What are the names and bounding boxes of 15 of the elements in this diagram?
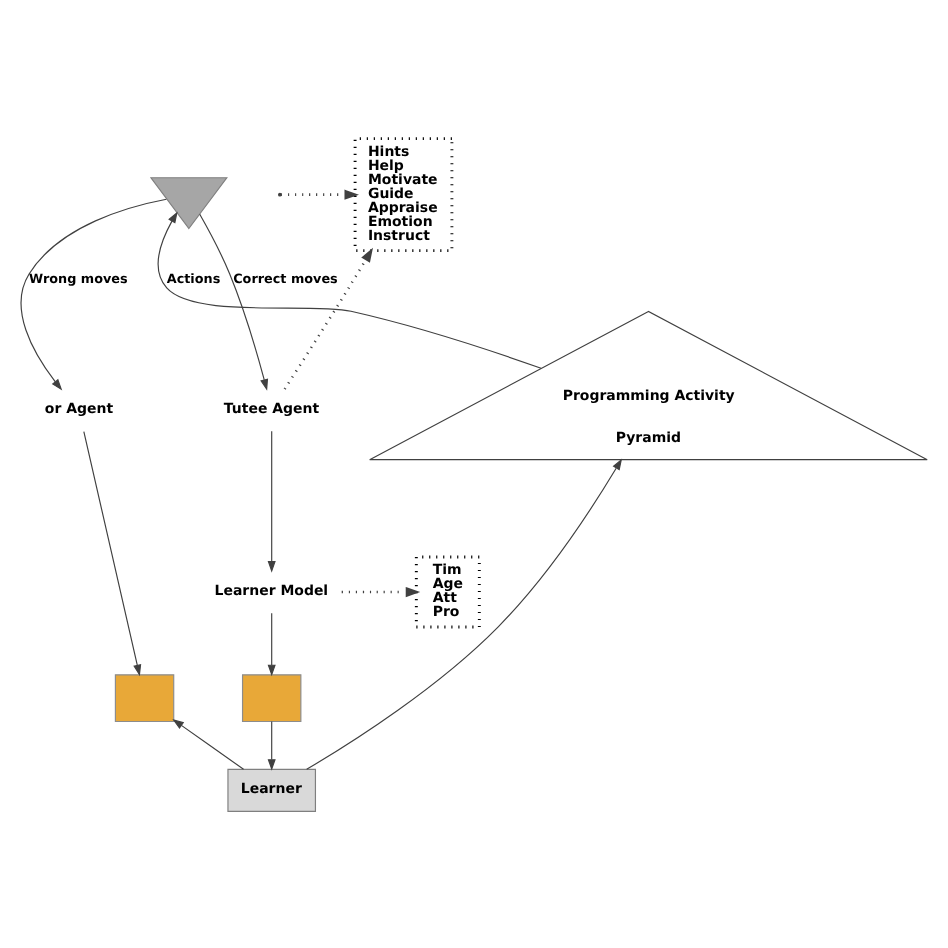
arrow — [267, 611, 276, 676]
arrow — [267, 719, 276, 770]
arrow — [267, 429, 276, 572]
arrow — [20, 197, 167, 390]
node-funnel — [149, 176, 228, 229]
arrow — [283, 246, 373, 389]
arrow — [172, 717, 245, 769]
node-box — [241, 673, 302, 722]
arrow — [157, 210, 542, 368]
node-box — [114, 673, 175, 722]
arrow — [83, 429, 142, 676]
arrow — [199, 212, 269, 390]
arrow — [341, 585, 421, 597]
arrow — [306, 457, 623, 769]
arrow — [281, 188, 359, 199]
